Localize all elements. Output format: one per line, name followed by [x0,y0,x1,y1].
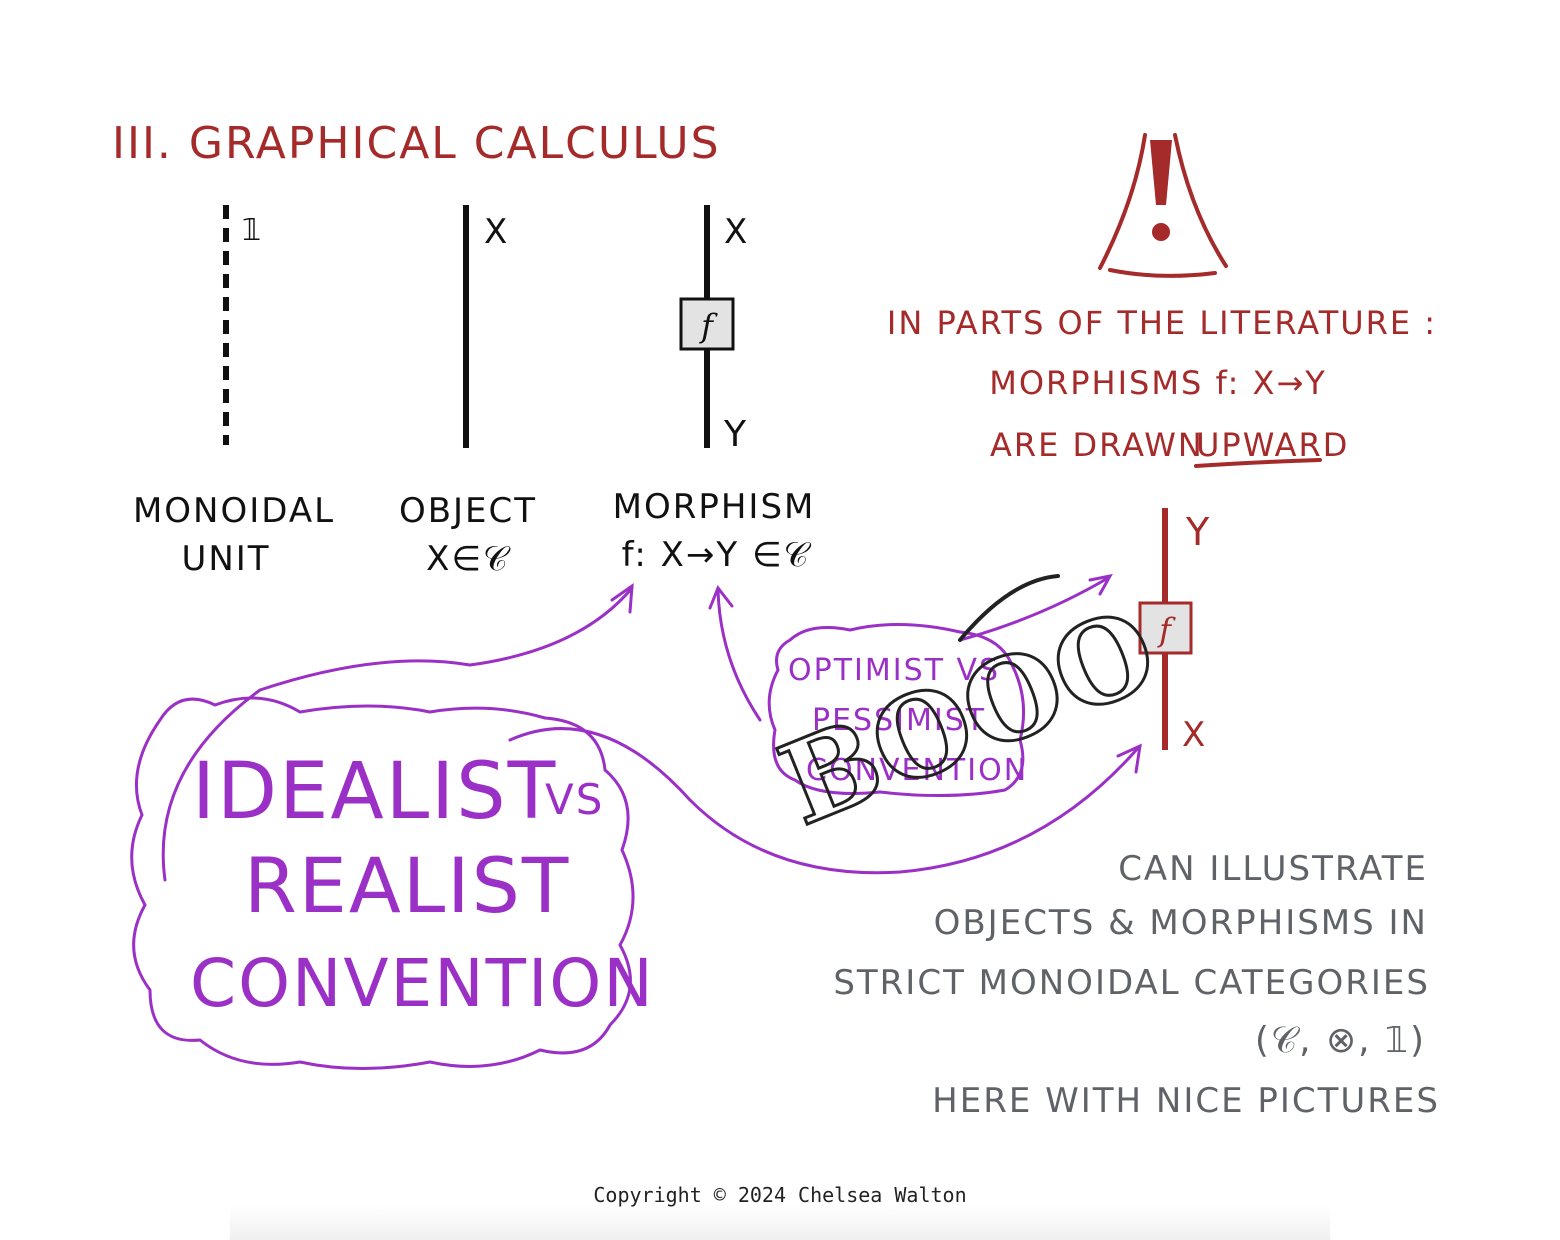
upward-morphism-bottom-label: X [1182,715,1207,755]
optimist-cloud [767,622,1026,798]
idealist-line2: REALIST [244,841,570,930]
upward-underline [1194,458,1322,468]
upward-morphism-top-label: Y [1185,510,1211,554]
unit-caption-line1: MONOIDAL [133,491,335,531]
morphism-caption-line1: MORPHISM [613,487,816,527]
footer-shadow [230,1205,1330,1240]
optimist-line1: OPTIMIST VS [788,653,1000,688]
idealist-line1: IDEALIST [192,747,557,837]
morphism-top-label: X [724,212,749,252]
optimist-line3: CONVENTION [806,753,1028,788]
unit-strand-label: 𝟙 [242,213,263,248]
note-line1: CAN ILLUSTRATE [1118,849,1428,889]
note-line2: OBJECTS & MORPHISMS IN [934,903,1428,943]
morphism-box [679,297,735,351]
arrow-to-upward-morphism [508,727,1142,875]
unit-caption-line2: UNIT [181,539,270,579]
morphism-bottom-label: Y [723,414,748,455]
warning-line3-prefix: ARE DRAWN [990,426,1204,464]
object-caption-line2: X∈𝒞 [426,539,511,579]
upward-morphism-box [1138,601,1193,655]
warning-line1: IN PARTS OF THE LITERATURE : [887,304,1437,342]
warning-line3-emphasis: UPWARD [1196,426,1349,464]
warning-line2: MORPHISMS f: X→Y [989,364,1327,402]
idealist-line3: CONVENTION [190,945,655,1022]
section-title: III. GRAPHICAL CALCULUS [112,118,721,169]
idealist-cloud [130,696,635,1070]
boo-scribble: BOOO [763,584,1173,851]
object-strand-label: X [484,212,509,252]
optimist-line2: PESSIMIST [812,703,986,738]
copyright-notice: Copyright © 2024 Chelsea Walton [593,1183,967,1207]
boo-scribble-stroke [958,574,1060,642]
exclamation-warning-icon [1098,133,1228,278]
note-line3: STRICT MONOIDAL CATEGORIES [833,963,1430,1003]
note-line4: (𝒞, ⊗, 𝟙) [1255,1020,1426,1061]
object-caption-line1: OBJECT [399,491,537,531]
idealist-line1-vs: VS [545,775,604,824]
note-line5: HERE WITH NICE PICTURES [932,1081,1440,1121]
morphism-caption-line2: f: X→Y ∈𝒞 [622,535,812,575]
arrow-to-morphism-caption [161,582,634,882]
